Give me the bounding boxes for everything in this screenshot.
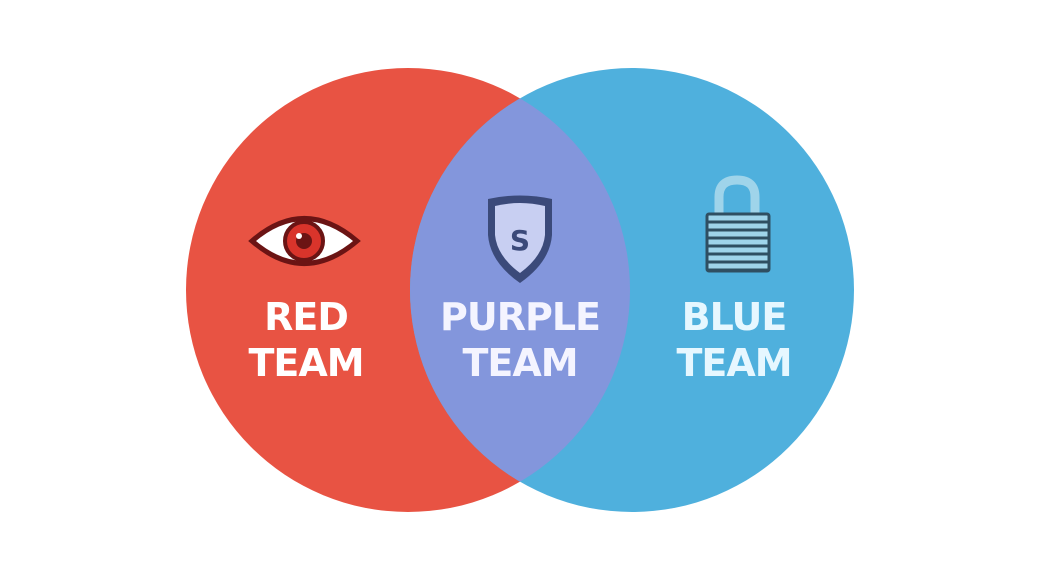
blue-team-label-line1: BLUE xyxy=(681,295,788,339)
padlock-icon xyxy=(705,175,771,273)
red-team-label: RED TEAM xyxy=(206,294,406,386)
purple-team-label-line2: TEAM xyxy=(462,341,578,385)
red-team-label-line1: RED xyxy=(264,295,349,339)
shield-icon: S xyxy=(488,195,552,283)
red-team-label-line2: TEAM xyxy=(248,341,364,385)
purple-team-label-line1: PURPLE xyxy=(440,295,601,339)
purple-team-label: PURPLE TEAM xyxy=(420,294,620,386)
eye-icon xyxy=(248,216,361,266)
purple-team-overlap xyxy=(410,68,630,512)
blue-team-label: BLUE TEAM xyxy=(634,294,834,386)
shield-badge-letter: S xyxy=(510,224,530,257)
blue-team-label-line2: TEAM xyxy=(676,341,792,385)
